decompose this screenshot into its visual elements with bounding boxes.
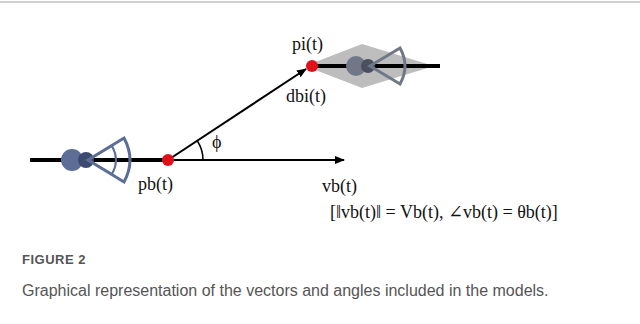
- heading-line: [312, 64, 440, 68]
- figure-number: FIGURE 2: [22, 252, 86, 267]
- figure-caption: Graphical representation of the vectors …: [22, 280, 622, 302]
- angle-label: ϕ: [212, 132, 221, 153]
- vector-label: dbi(t): [286, 86, 326, 107]
- formula-label: [‖vb(t)‖ = Vb(t), ∠vb(t) = θb(t)]: [330, 202, 558, 223]
- position-dot: [306, 60, 318, 72]
- position-label: pi(t): [292, 34, 323, 55]
- angle-arc: [197, 141, 203, 160]
- agent-fan: [370, 48, 405, 84]
- top-rule: [0, 1, 640, 3]
- vector-label: vb(t): [322, 176, 357, 197]
- agent-fan: [88, 146, 116, 174]
- distance-vector: [168, 69, 306, 160]
- position-label: pb(t): [138, 174, 173, 195]
- agent-fan: [88, 138, 130, 182]
- position-dot: [162, 154, 174, 166]
- velocity-vector: [168, 159, 344, 161]
- heading-line: [30, 158, 168, 162]
